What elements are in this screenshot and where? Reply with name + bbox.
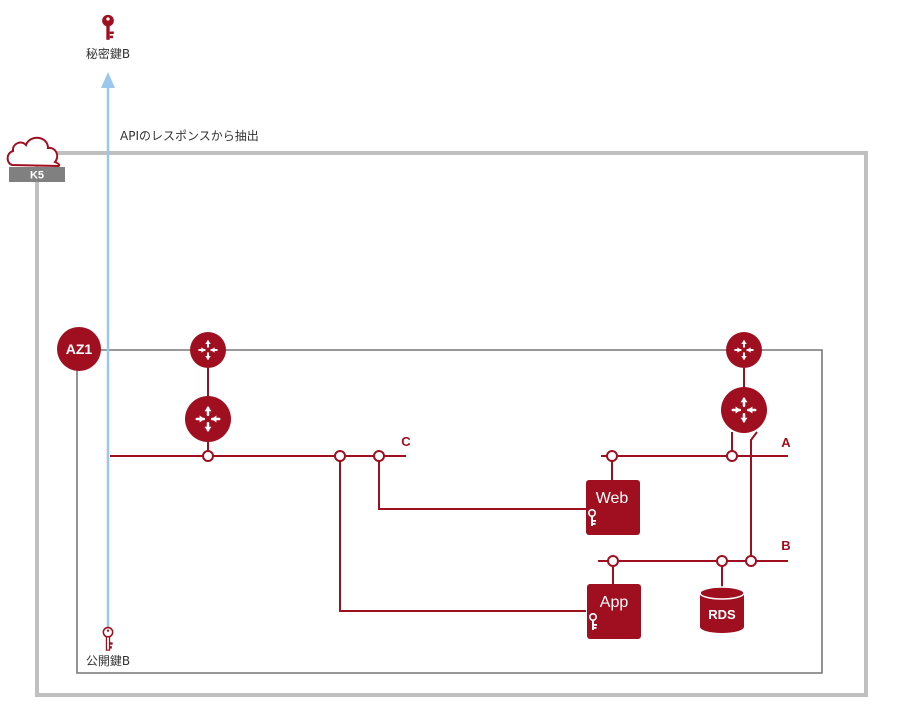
web-server-label: Web [596, 490, 629, 507]
port [334, 450, 346, 462]
database-icon: RDS [699, 586, 745, 633]
router-icon [190, 332, 226, 368]
flow-label: APIのレスポンスから抽出 [120, 129, 259, 143]
private-key-icon [102, 14, 114, 40]
public-key-icon [102, 626, 114, 652]
public-key-label: 公開鍵B [86, 653, 130, 668]
router-icon [721, 387, 767, 433]
app-server-label: App [600, 594, 629, 611]
cloud-name: K5 [30, 170, 44, 182]
az-name: AZ1 [66, 341, 93, 357]
network-b-label: B [781, 538, 790, 553]
cloud-name-badge [9, 167, 65, 182]
port [202, 450, 214, 462]
database-label: RDS [708, 607, 736, 622]
router-icon [185, 396, 231, 442]
app-server: App [587, 584, 641, 639]
port [716, 555, 728, 567]
app-link-c [339, 456, 586, 612]
k5-cloud-boundary [35, 151, 868, 697]
port [606, 450, 618, 462]
port [745, 555, 757, 567]
port [726, 450, 738, 462]
port [373, 450, 385, 462]
az-badge [57, 327, 101, 371]
cloud-icon [6, 136, 61, 168]
router-icon [726, 332, 762, 368]
network-c-label: C [401, 434, 411, 449]
private-key-label: 秘密鍵B [86, 46, 130, 61]
port [607, 555, 619, 567]
web-server: Web [586, 480, 640, 535]
router-right-link-b [750, 431, 758, 561]
network-a-label: A [781, 435, 791, 450]
ports [202, 450, 757, 567]
key-flow-arrowhead [101, 72, 115, 88]
az-boundary [76, 349, 823, 674]
web-link-c [378, 456, 586, 510]
